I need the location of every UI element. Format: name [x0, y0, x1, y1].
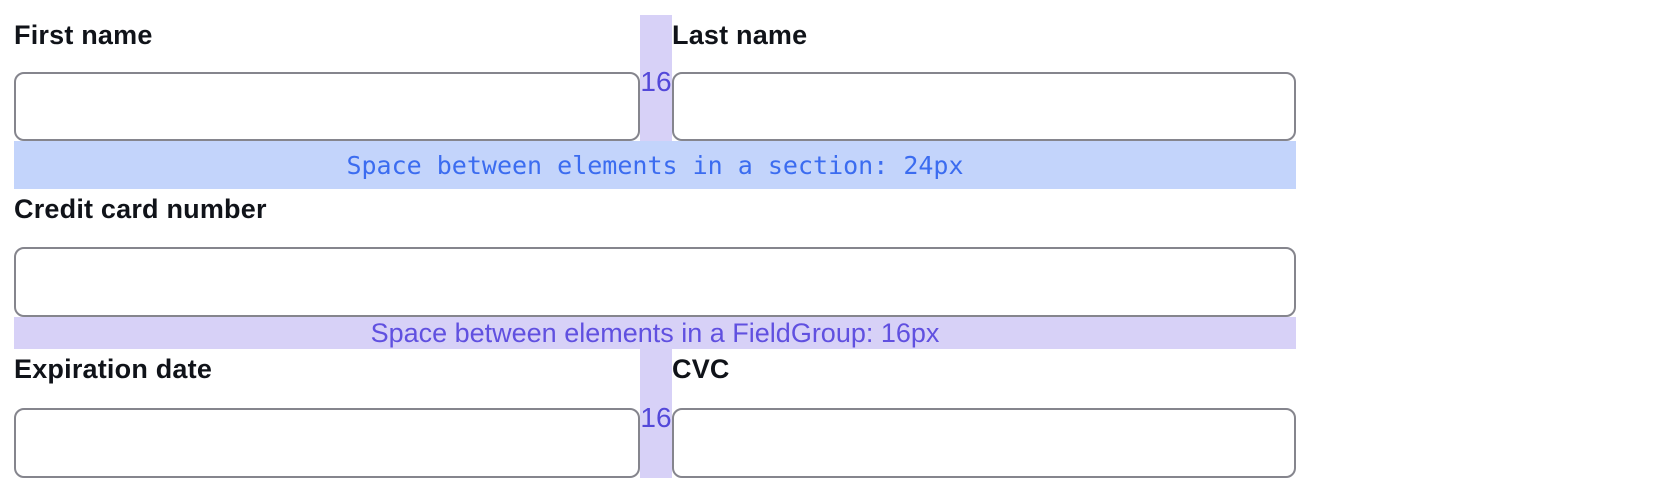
expiration-date-field: Expiration date [14, 349, 640, 478]
last-name-field: Last name [672, 15, 1296, 141]
column-gap-spacer: 16 [640, 349, 672, 478]
cvc-field: CVC [672, 349, 1296, 478]
fieldgroup-gap-band-label: Space between elements in a FieldGroup: … [370, 317, 940, 348]
expiration-cvc-field-row: Expiration date 16 CVC [14, 349, 1296, 478]
credit-card-number-input[interactable] [14, 247, 1296, 317]
name-field-row: First name 16 Last name [14, 15, 1296, 141]
last-name-input[interactable] [672, 72, 1296, 141]
first-name-input[interactable] [14, 72, 640, 141]
cvc-input[interactable] [672, 408, 1296, 478]
credit-card-number-label: Credit card number [14, 194, 267, 224]
section-gap-band-label: Space between elements in a section: 24p… [346, 150, 964, 180]
form-content: First name 16 Last name Space between el… [14, 0, 1296, 478]
column-gap-size-label: 16 [640, 66, 672, 97]
credit-card-field-row: Credit card number [14, 189, 1296, 317]
expiration-date-input[interactable] [14, 408, 640, 478]
last-name-label: Last name [672, 20, 808, 50]
first-name-label: First name [14, 20, 153, 50]
cvc-label: CVC [672, 354, 730, 384]
expiration-date-label: Expiration date [14, 354, 213, 384]
column-gap-size-label: 16 [640, 402, 672, 433]
fieldgroup-gap-band: Space between elements in a FieldGroup: … [14, 317, 1296, 349]
first-name-field: First name [14, 15, 640, 141]
section-gap-band: Space between elements in a section: 24p… [14, 141, 1296, 189]
column-gap-spacer: 16 [640, 15, 672, 141]
